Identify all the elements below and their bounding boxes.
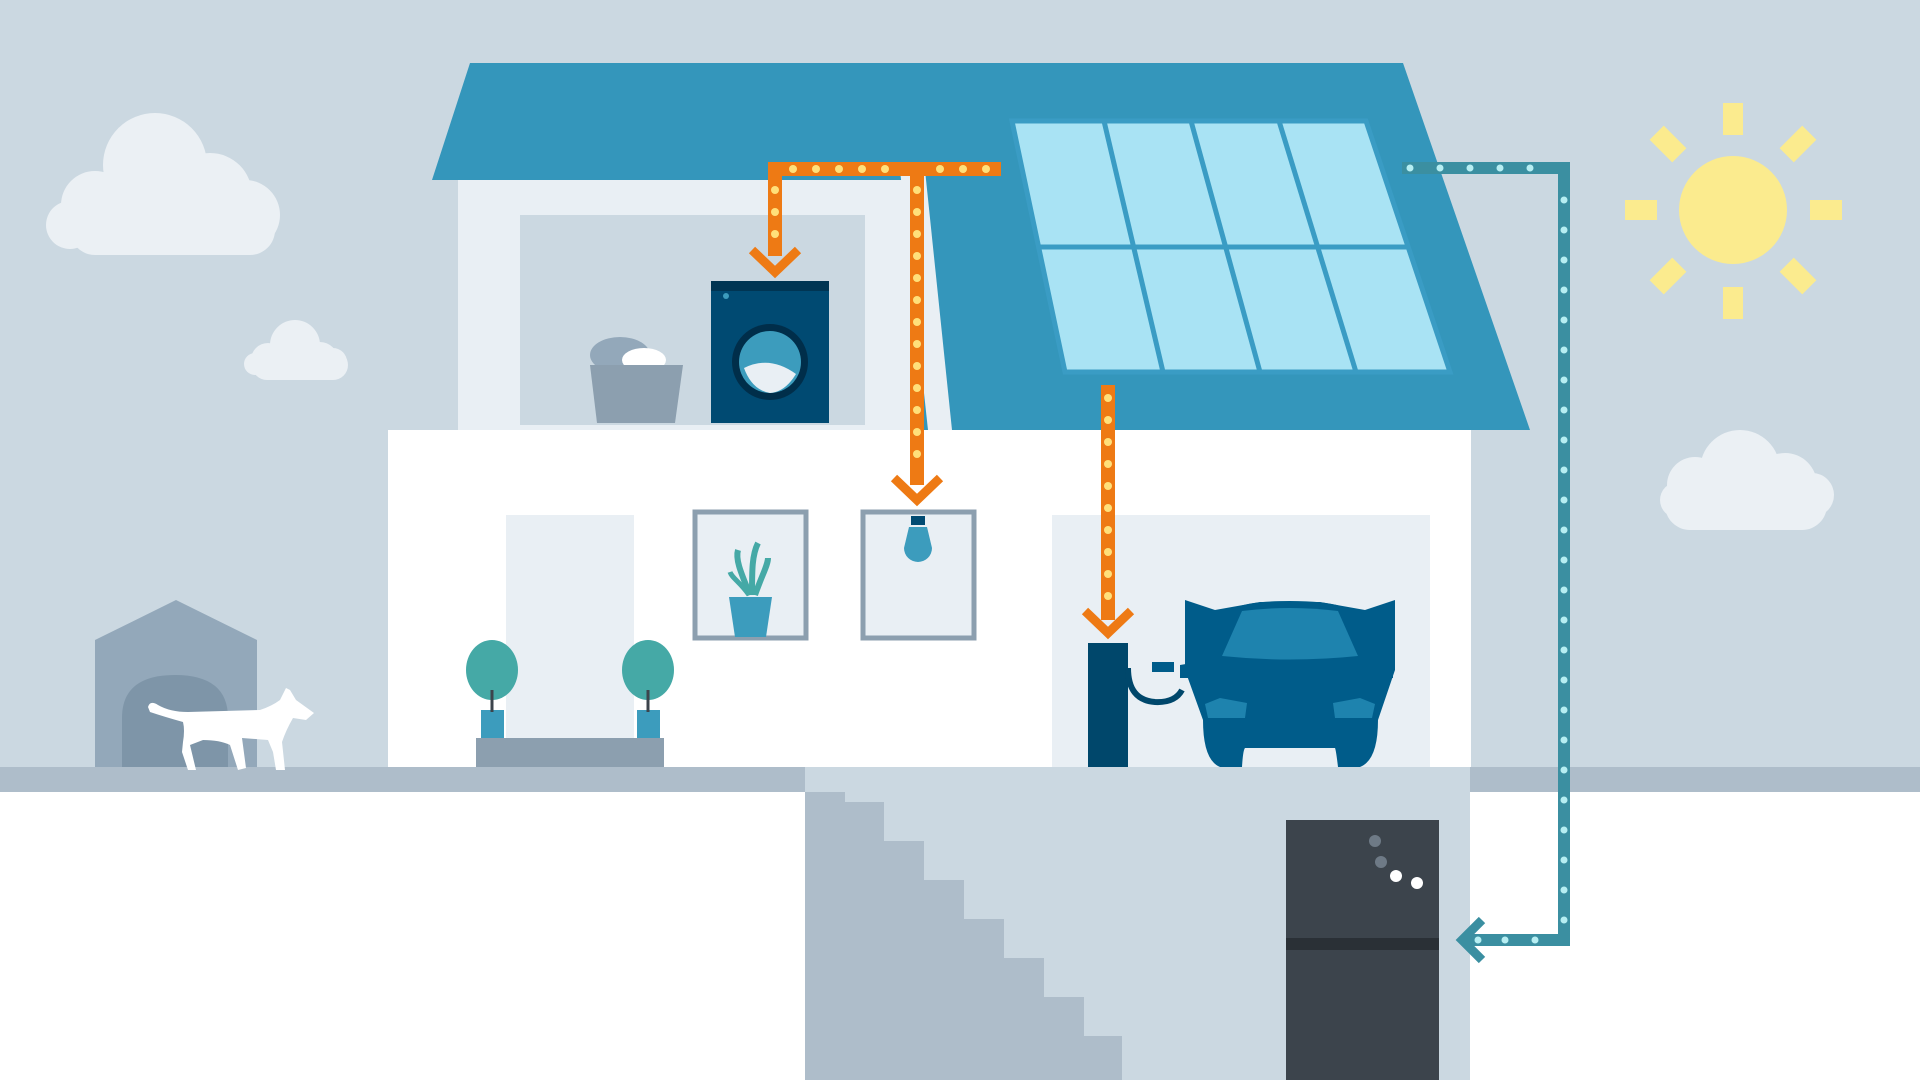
front-door-alcove xyxy=(506,515,634,767)
battery-flow-dots xyxy=(1406,164,1568,944)
laundry-basket-icon xyxy=(590,337,683,423)
cloud-icon xyxy=(244,320,348,380)
charger-flow-dots xyxy=(1104,394,1112,600)
solar-panel-icon xyxy=(1008,118,1454,375)
plant-icon xyxy=(466,640,518,738)
solar-flow-to-battery xyxy=(1402,162,1570,964)
sun-icon xyxy=(1625,103,1842,319)
cloud-icon xyxy=(1660,430,1834,530)
lamp-window xyxy=(860,509,977,641)
basement-stairs xyxy=(805,792,1122,1080)
dog-icon xyxy=(148,688,314,770)
home-battery-icon xyxy=(1286,820,1439,1080)
plant-window xyxy=(692,509,809,641)
cloud-icon xyxy=(46,113,280,255)
solar-flow-dots xyxy=(771,165,990,458)
planter-box xyxy=(476,738,664,767)
washing-machine-icon xyxy=(711,281,829,423)
plant-icon xyxy=(727,541,772,637)
plant-icon xyxy=(622,640,674,738)
car-icon xyxy=(1152,600,1395,767)
light-bulb-icon xyxy=(904,516,932,562)
wallbox-charger-icon xyxy=(1088,643,1185,767)
